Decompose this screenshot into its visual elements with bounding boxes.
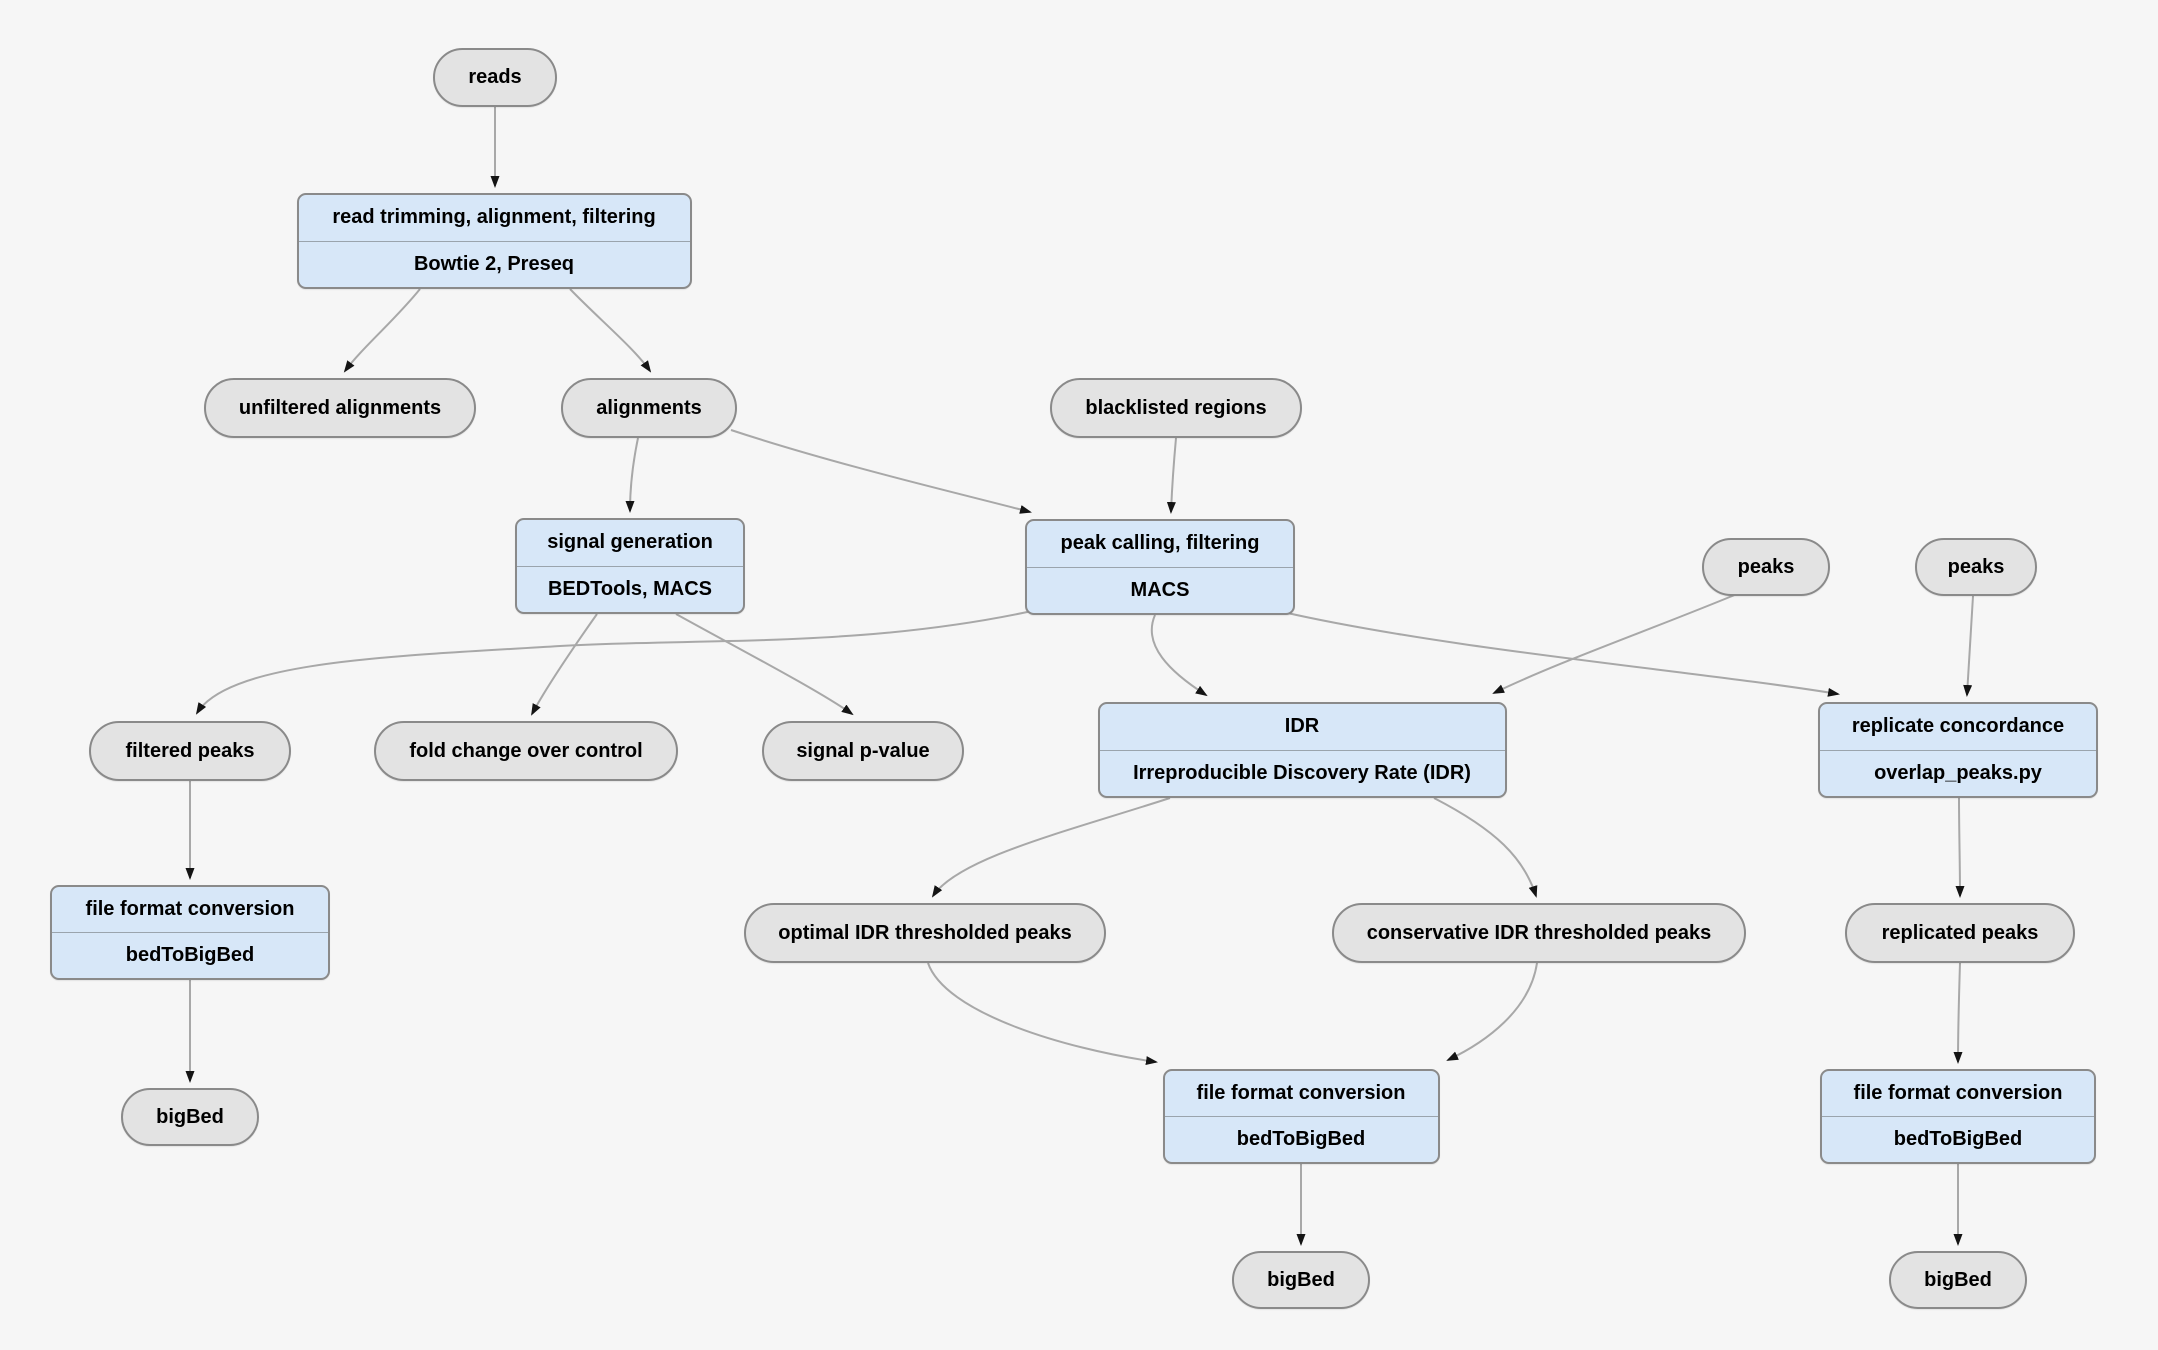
edge-conservative-idr-thresholded-peaks-to-file-format-conversion-2 [1446,962,1538,1061]
node-bigbed-3: bigBed [1889,1251,2027,1309]
node-replicated-peaks: replicated peaks [1845,903,2075,963]
node-label: fold change over control [409,739,643,762]
node-peaks-1: peaks [1702,538,1830,596]
edge-replicated-peaks-to-file-format-conversion-3 [1953,962,1963,1064]
node-filtered-peaks: filtered peaks [89,721,291,781]
node-label: blacklisted regions [1085,396,1267,419]
edge-peak-calling-to-filtered-peaks [195,610,1033,715]
process-divider [52,931,328,933]
process-divider [1164,1115,1438,1117]
process-tool-label: bedToBigBed [1236,1127,1366,1150]
edge-replicate-concordance-to-replicated-peaks [1955,797,1965,898]
process-tool-label: MACS [1130,578,1190,601]
edge-optimal-idr-thresholded-peaks-to-file-format-conversion-2 [927,962,1158,1066]
process-tool-label: bedToBigBed [1893,1127,2023,1150]
edge-peaks-2-to-replicate-concordance [1963,595,1974,697]
node-file-format-conversion-2: file format conversion bedToBigBed [1162,1068,1440,1164]
process-tool-label: Irreproducible Discovery Rate (IDR) [1133,761,1471,784]
node-label: signal p-value [796,739,930,762]
edge-idr-to-optimal-idr-thresholded-peaks [931,797,1171,898]
node-label: bigBed [1924,1268,1992,1291]
edge-alignments-to-signal-generation [625,437,639,513]
process-step-label: IDR [1284,715,1320,738]
node-idr: IDR Irreproducible Discovery Rate (IDR) [1097,702,1507,798]
process-divider [1820,749,2096,751]
process-tool-label: overlap_peaks.py [1874,761,2042,784]
process-step-label: read trimming, alignment, filtering [332,206,656,229]
node-bigbed-1: bigBed [121,1088,259,1146]
node-label: peaks [1737,555,1795,578]
node-label: unfiltered alignments [238,396,442,419]
node-label: alignments [596,396,702,419]
node-optimal-idr-thresholded-peaks: optimal IDR thresholded peaks [744,903,1106,963]
edge-signal-generation-to-fold-change-over-control [531,613,598,716]
edge-read-trimming-to-alignments [569,288,652,373]
process-step-label: file format conversion [1196,1081,1406,1104]
node-label: bigBed [1267,1268,1335,1291]
edge-blacklisted-regions-to-peak-calling [1166,437,1177,514]
process-step-label: replicate concordance [1851,715,2065,738]
node-label: conservative IDR thresholded peaks [1366,921,1712,944]
node-peaks-2: peaks [1915,538,2037,596]
node-unfiltered-alignments: unfiltered alignments [204,378,476,438]
edge-read-trimming-to-unfiltered-alignments [343,288,421,373]
process-tool-label: Bowtie 2, Preseq [413,252,575,275]
process-step-label: signal generation [547,531,713,554]
node-label: optimal IDR thresholded peaks [778,921,1072,944]
node-bigbed-2: bigBed [1232,1251,1370,1309]
node-label: filtered peaks [125,739,255,762]
node-conservative-idr-thresholded-peaks: conservative IDR thresholded peaks [1332,903,1746,963]
node-reads: reads [433,47,557,107]
node-blacklisted-regions: blacklisted regions [1050,378,1302,438]
edge-signal-generation-to-signal-p-value [675,613,854,716]
process-divider [1822,1115,2094,1117]
node-file-format-conversion-3: file format conversion bedToBigBed [1820,1068,2096,1164]
node-replicate-concordance: replicate concordance overlap_peaks.py [1818,702,2098,798]
process-step-label: file format conversion [1853,1081,2063,1104]
process-divider [1027,566,1293,568]
process-divider [517,565,743,567]
node-label: peaks [1947,555,2005,578]
process-tool-label: BEDTools, MACS [547,577,713,600]
process-step-label: file format conversion [85,897,295,920]
edge-peak-calling-to-idr [1150,614,1208,697]
node-signal-p-value: signal p-value [762,721,964,781]
process-divider [298,240,690,242]
process-step-label: peak calling, filtering [1060,532,1260,555]
node-fold-change-over-control: fold change over control [374,721,678,781]
edge-peak-calling-to-replicate-concordance [1282,611,1840,697]
process-tool-label: bedToBigBed [125,943,255,966]
edge-idr-to-conservative-idr-thresholded-peaks [1433,797,1538,898]
node-label: reads [468,65,522,88]
node-file-format-conversion-1: file format conversion bedToBigBed [50,884,330,980]
edge-peaks-1-to-idr [1492,593,1738,694]
process-divider [1099,749,1505,751]
node-alignments: alignments [561,378,737,438]
node-label: replicated peaks [1881,921,2039,944]
edge-alignments-to-peak-calling [730,429,1032,514]
node-label: bigBed [156,1105,224,1128]
